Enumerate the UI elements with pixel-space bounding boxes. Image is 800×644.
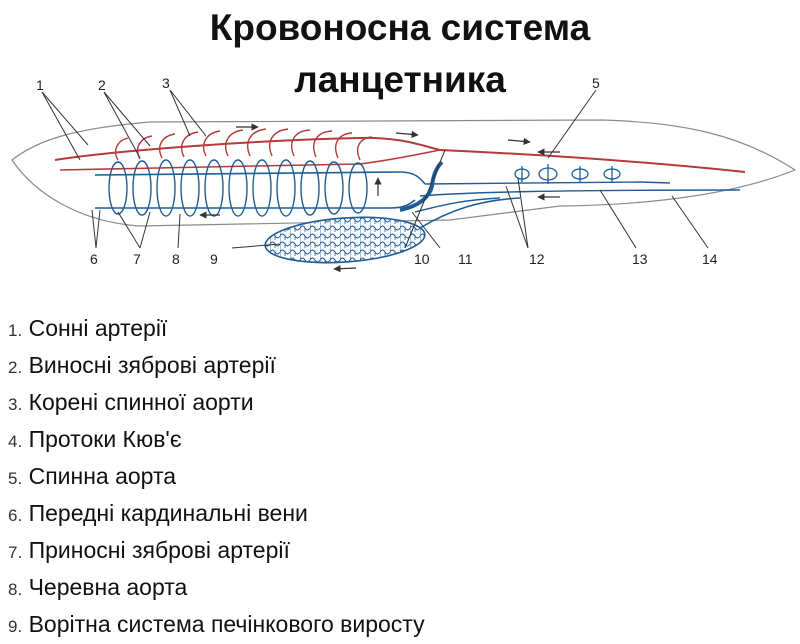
callout-7: 7 [133, 251, 141, 267]
body-outline [11, 119, 797, 227]
legend-item: 3. Корені спинної аорти [8, 385, 425, 422]
callout-14: 14 [702, 251, 718, 267]
hepatic-vein [414, 197, 501, 213]
callout-2: 2 [98, 77, 106, 93]
callout-10: 10 [414, 251, 430, 267]
legend-item-number: 2. [8, 358, 23, 377]
ventral-aorta [95, 199, 416, 209]
carotid-artery [54, 136, 746, 173]
callout-9: 9 [210, 251, 218, 267]
page-title: Кровоносна система ланцетника [0, 2, 800, 106]
subintestinal-vein [419, 189, 741, 197]
legend-item: 9. Ворітна система печінкового виросту [8, 607, 425, 644]
posterior-cardinal-vein [424, 181, 671, 185]
callout-13: 13 [632, 251, 648, 267]
title-line-2: ланцетника [294, 59, 506, 100]
legend-item-number: 4. [8, 432, 23, 451]
legend-item-text: Передні кардинальні вени [28, 500, 308, 526]
legend-item-number: 6. [8, 506, 23, 525]
afferent-branchial-arteries [108, 159, 368, 217]
legend-item: 4. Протоки Кюв'є [8, 422, 425, 459]
efferent-branchial-arteries [114, 128, 373, 161]
callout-5: 5 [592, 75, 600, 91]
legend-item-text: Сонні артерії [28, 315, 168, 341]
legend-item-number: 3. [8, 395, 23, 414]
legend-item-text: Спинна аорта [28, 463, 177, 489]
legend-item: 7. Приносні зяброві артерії [8, 533, 425, 570]
flow-arrows [199, 123, 560, 273]
legend-item-number: 5. [8, 469, 23, 488]
ducts-of-cuvier [399, 160, 444, 212]
callout-8: 8 [172, 251, 180, 267]
anterior-cardinal-vein [94, 171, 426, 185]
legend-item-number: 9. [8, 617, 23, 636]
legend-item: 2. Виносні зяброві артерії [8, 348, 425, 385]
callout-12: 12 [529, 251, 545, 267]
legend-item-text: Корені спинної аорти [28, 389, 254, 415]
legend-item-number: 8. [8, 580, 23, 599]
legend-item: 1. Сонні артерії [8, 311, 425, 348]
legend-item-text: Черевна аорта [28, 574, 188, 600]
callout-6: 6 [90, 251, 98, 267]
legend-item-text: Виносні зяброві артерії [28, 352, 276, 378]
callout-1: 1 [36, 77, 44, 93]
legend-list: 1. Сонні артерії 2. Виносні зяброві арте… [8, 311, 425, 644]
legend-item-text: Ворітна система печінкового виросту [28, 611, 425, 637]
legend-item-number: 1. [8, 321, 23, 340]
dorsal-aorta-branches [514, 164, 621, 184]
legend-item-text: Протоки Кюв'є [28, 426, 182, 452]
title-line-1: Кровоносна система [209, 7, 591, 48]
legend-item: 5. Спинна аорта [8, 459, 425, 496]
circulatory-diagram: 1 2 3 5 6 7 8 9 10 11 12 13 14 [11, 75, 797, 273]
leader-lines [41, 89, 709, 249]
callout-11: 11 [458, 251, 473, 267]
legend-item-text: Приносні зяброві артерії [28, 537, 290, 563]
callout-numbers: 1 2 3 5 6 7 8 9 10 11 12 13 14 [36, 75, 718, 267]
legend-item-number: 7. [8, 543, 23, 562]
legend-item: 8. Черевна аорта [8, 570, 425, 607]
callout-3: 3 [162, 75, 170, 91]
legend-item: 6. Передні кардинальні вени [8, 496, 425, 533]
